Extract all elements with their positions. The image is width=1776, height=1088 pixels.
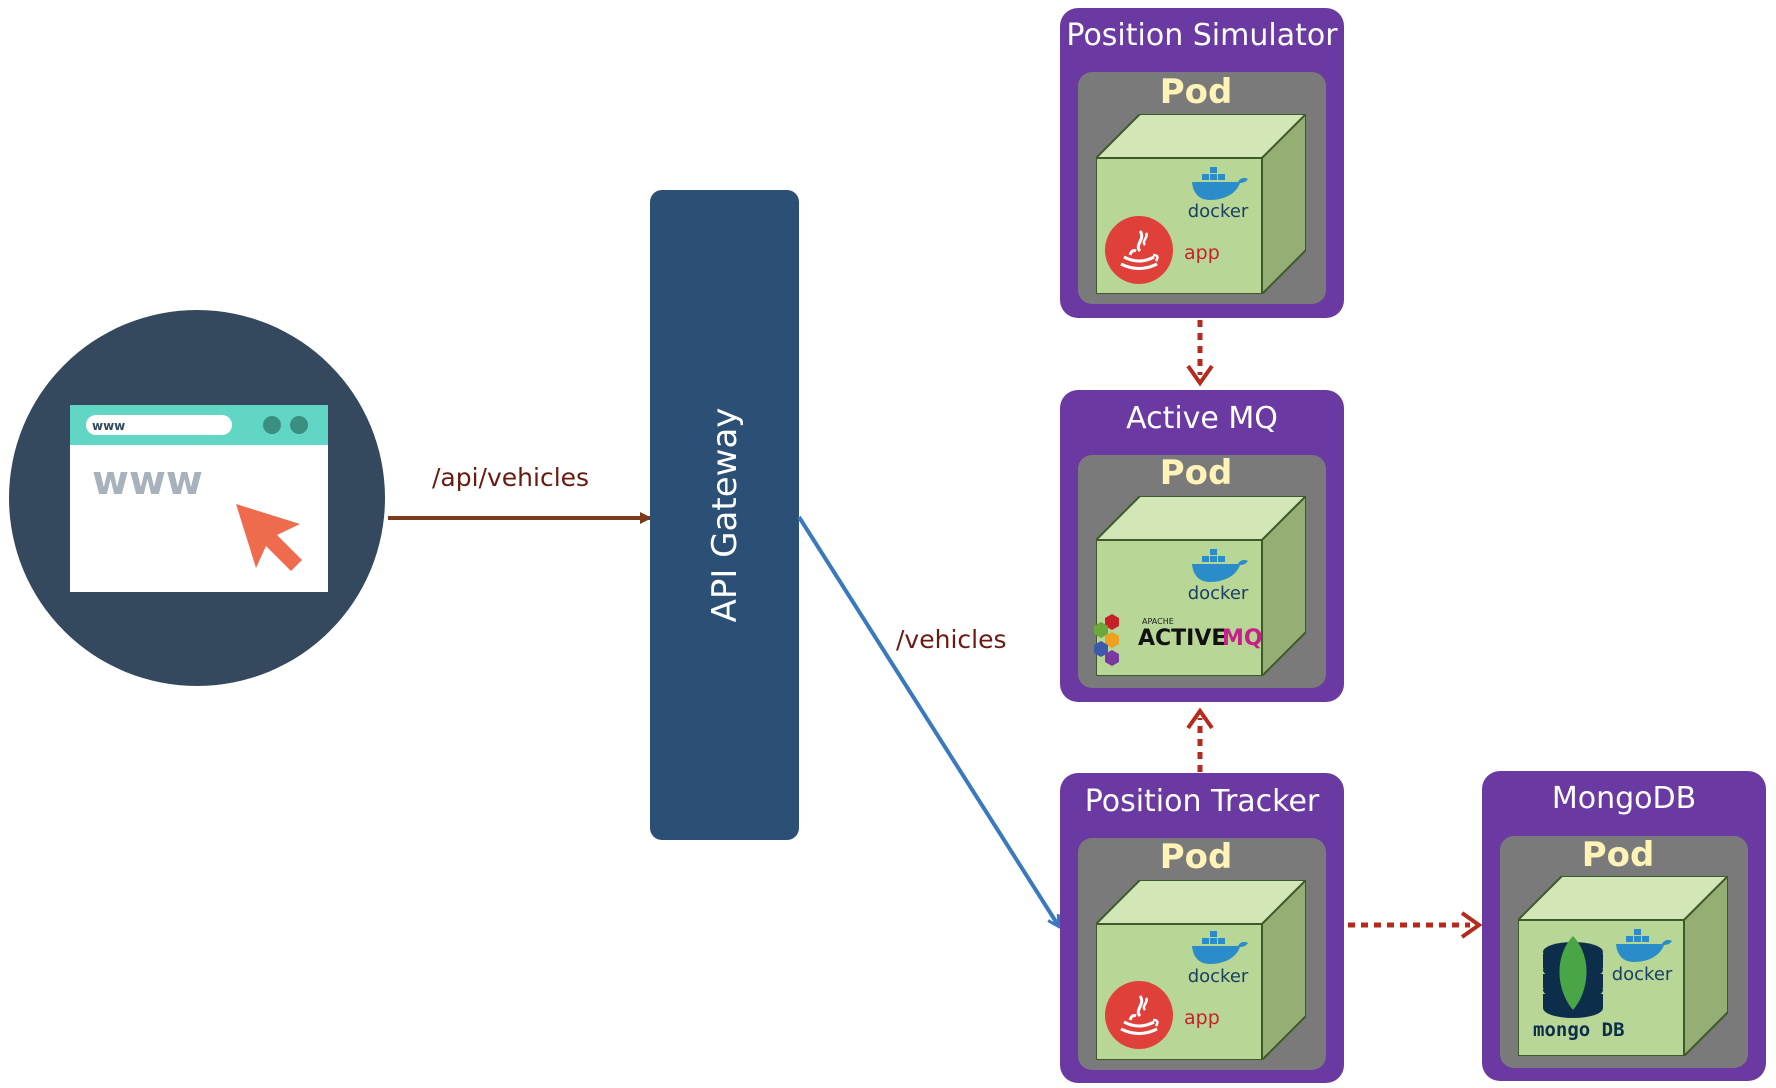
cursor-icon	[236, 504, 302, 571]
edge-tracker-to-mongodb	[1348, 911, 1483, 939]
docker-label: docker	[1612, 964, 1673, 985]
page-www-text: www	[92, 458, 203, 504]
activemq-accent-text: MQ	[1222, 626, 1263, 651]
activemq-main-text: ACTIVE	[1138, 626, 1226, 651]
docker-label: docker	[1188, 966, 1249, 987]
gateway-box	[650, 190, 799, 840]
docker-label: docker	[1188, 201, 1249, 222]
pod-title: Pod	[1160, 453, 1233, 493]
pod-title: Pod	[1160, 837, 1233, 877]
service-mongodb: MongoDB Pod docker mongo DB	[1482, 771, 1766, 1081]
arrowhead-up-icon	[1186, 707, 1214, 730]
app-label: app	[1184, 242, 1220, 264]
service-title: MongoDB	[1552, 781, 1696, 816]
service-title: Position Simulator	[1066, 18, 1338, 53]
edge-label-vehicles: /vehicles	[896, 625, 1007, 654]
java-icon	[1104, 980, 1174, 1050]
client-browser: www www	[9, 310, 385, 686]
mongodb-label: mongo DB	[1533, 1019, 1625, 1041]
activemq-small-text: APACHE	[1142, 617, 1174, 626]
pod-title: Pod	[1582, 835, 1655, 875]
window-dot-icon	[263, 416, 281, 434]
activemq-logo-icon	[1094, 614, 1119, 666]
service-title: Position Tracker	[1085, 784, 1320, 819]
arrowhead-down-icon	[1186, 364, 1214, 387]
api-gateway: API Gateway	[650, 190, 799, 840]
pod-title: Pod	[1160, 72, 1233, 112]
service-active-mq: Active MQ Pod docker APACHE ACTIVE MQ	[1060, 390, 1344, 702]
url-bar	[86, 415, 232, 435]
java-icon	[1104, 215, 1174, 285]
edge-gateway-to-tracker	[797, 515, 1058, 925]
edge-label-api-vehicles: /api/vehicles	[432, 463, 589, 492]
arrowhead-right-icon	[1460, 911, 1483, 939]
service-position-simulator: Position Simulator Pod docker app	[1060, 8, 1344, 318]
edge-simulator-to-mq	[1186, 320, 1214, 387]
url-bar-text: www	[92, 419, 125, 433]
edge-tracker-to-mq	[1186, 707, 1214, 772]
gateway-label: API Gateway	[705, 408, 745, 623]
app-label: app	[1184, 1007, 1220, 1029]
docker-label: docker	[1188, 583, 1249, 604]
service-title: Active MQ	[1126, 401, 1278, 436]
window-dot-icon	[290, 416, 308, 434]
mongodb-leaf-icon	[1559, 936, 1587, 1010]
service-position-tracker: Position Tracker Pod docker app	[1060, 773, 1344, 1083]
